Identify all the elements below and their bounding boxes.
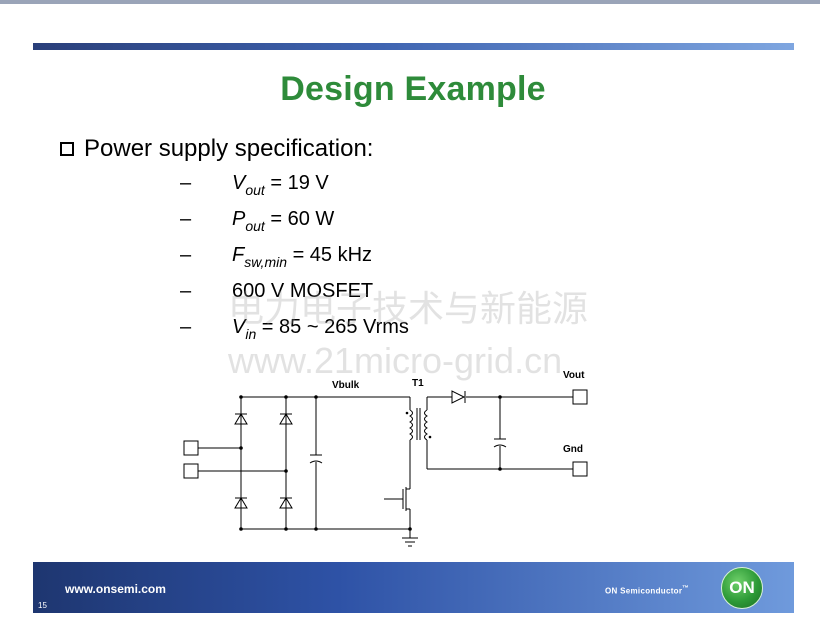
flyback-schematic: Vbulk T1 Vout Gnd	[183, 370, 588, 547]
spec-item-vout: – Vout = 19 V	[180, 172, 580, 202]
footer-bar: www.onsemi.com 15 ON Semiconductor™ ON	[33, 562, 794, 613]
spec-var: V	[232, 172, 246, 194]
watermark-text-url: www.21micro-grid.cn	[228, 340, 563, 381]
page-number: 15	[38, 601, 47, 610]
on-logo-icon: ON	[721, 567, 763, 609]
spec-sub: out	[245, 218, 265, 234]
bullet-dash: –	[180, 316, 192, 338]
header-bar	[33, 43, 794, 50]
label-vout: Vout	[563, 370, 585, 381]
spec-item-mosfet: – 600 V MOSFET	[180, 280, 580, 310]
spec-value: = 19 V	[264, 172, 329, 194]
spec-value: = 60 W	[264, 208, 335, 230]
spec-item-vin: – Vin = 85 ~ 265 Vrms	[180, 316, 580, 346]
logo-text: ON	[729, 578, 755, 597]
bullet-dash: –	[180, 208, 192, 230]
label-gnd: Gnd	[563, 444, 583, 455]
bullet-dash: –	[180, 172, 192, 194]
brand-text: ON Semiconductor	[605, 586, 683, 596]
section-heading-text: Power supply specification:	[84, 135, 374, 162]
spec-value: = 85 ~ 265 Vrms	[256, 316, 409, 338]
spec-value: 600 V MOSFET	[232, 280, 374, 302]
section-heading: Power supply specification:	[60, 135, 373, 163]
footer-url: www.onsemi.com	[65, 582, 166, 596]
bullet-dash: –	[180, 280, 192, 302]
trademark: ™	[682, 585, 690, 592]
watermark-text-cn: 电力电子技术与新能源	[228, 288, 589, 329]
spec-item-fsw: – Fsw,min = 45 kHz	[180, 244, 580, 274]
spec-sub: out	[245, 182, 265, 198]
slide-title: Design Example	[280, 70, 546, 108]
spec-var: V	[232, 316, 246, 338]
spec-value: = 45 kHz	[287, 244, 373, 266]
brand-name: ON Semiconductor™	[605, 585, 689, 596]
spec-item-pout: – Pout = 60 W	[180, 208, 580, 238]
checkbox-icon	[60, 142, 74, 156]
top-rule	[0, 0, 820, 4]
label-t1: T1	[412, 378, 424, 389]
spec-var: F	[232, 244, 245, 266]
spec-sub: sw,min	[244, 254, 288, 270]
label-vbulk: Vbulk	[332, 380, 360, 391]
bullet-dash: –	[180, 244, 192, 266]
spec-var: P	[232, 208, 246, 230]
spec-sub: in	[245, 326, 257, 342]
